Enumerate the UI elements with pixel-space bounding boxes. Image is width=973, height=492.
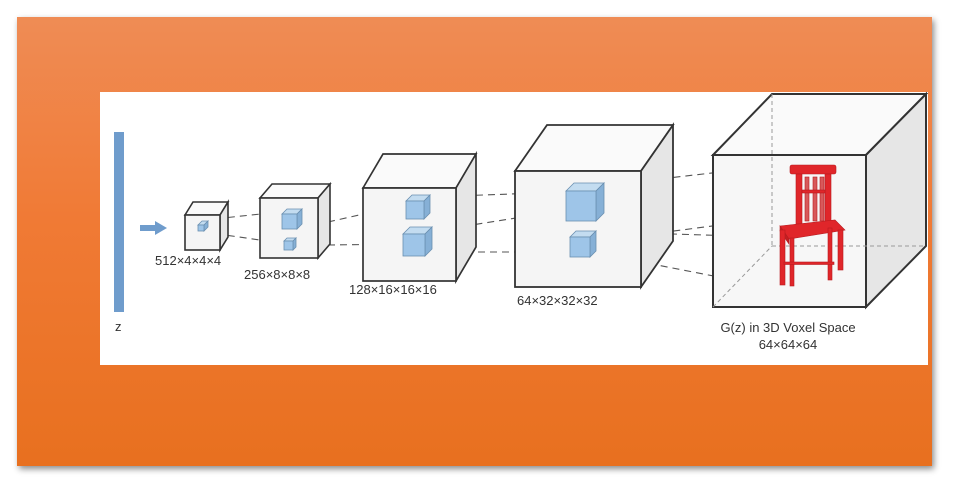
voxel-block	[197, 220, 209, 232]
layer-1-cube	[183, 199, 230, 253]
output-label-line2: 64×64×64	[758, 337, 818, 352]
voxel-block	[405, 194, 431, 220]
voxel-block	[281, 208, 303, 230]
layer-2-cube	[258, 181, 332, 261]
output-cube	[710, 92, 928, 310]
layer-4-cube	[513, 122, 675, 290]
slide-background: z 512×4×4×4 256×8×8×8 128×16×16×16 64×32…	[17, 17, 932, 466]
diagram-panel: z 512×4×4×4 256×8×8×8 128×16×16×16 64×32…	[100, 92, 928, 365]
layer-3-label: 128×16×16×16	[349, 282, 437, 297]
voxel-block	[565, 182, 605, 222]
voxel-block	[283, 237, 297, 251]
layer-2-label: 256×8×8×8	[244, 267, 311, 282]
latent-vector-bar	[114, 132, 124, 312]
layer-4-label: 64×32×32×32	[517, 293, 598, 308]
latent-vector-label: z	[115, 319, 122, 334]
voxel-block	[569, 230, 597, 258]
layer-3-cube	[361, 150, 478, 285]
voxel-block	[402, 226, 433, 257]
right-arrow-icon	[140, 221, 167, 235]
chair-icon	[779, 164, 846, 287]
output-label-line1: G(z) in 3D Voxel Space	[720, 320, 856, 335]
layer-1-label: 512×4×4×4	[155, 253, 222, 268]
network-diagram	[114, 92, 928, 312]
